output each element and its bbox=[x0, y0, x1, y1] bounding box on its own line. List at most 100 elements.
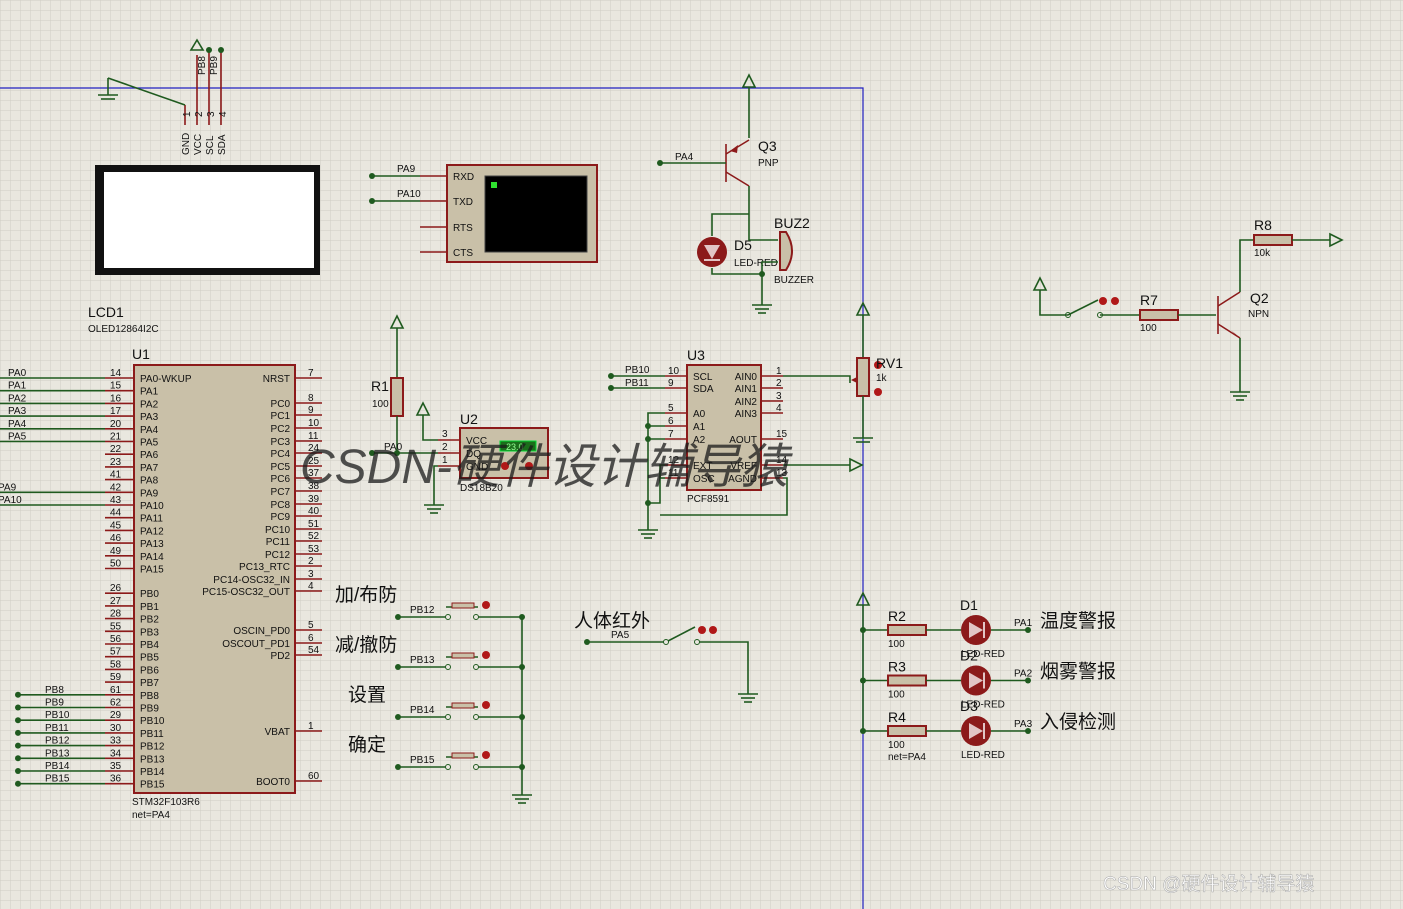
u1-pin-number: 60 bbox=[308, 771, 320, 782]
svg-text:23.0: 23.0 bbox=[506, 442, 524, 452]
button-label: 减/撤防 bbox=[335, 634, 397, 656]
buz2-buzzer[interactable]: BUZ2 BUZZER bbox=[748, 214, 814, 314]
u1-pin-name: PC12 bbox=[265, 550, 290, 561]
r1-resistor[interactable]: R1 100 bbox=[371, 314, 405, 453]
svg-text:RV1: RV1 bbox=[876, 355, 903, 371]
lcd-power-wiring bbox=[98, 38, 224, 106]
rv1-potentiometer[interactable]: RV1 1k bbox=[851, 301, 903, 443]
u3-pin-number: 7 bbox=[668, 429, 674, 440]
u1-pin-number: 2 bbox=[308, 556, 314, 567]
svg-text:100: 100 bbox=[1140, 323, 1157, 334]
u3-pcf8591[interactable]: U3 PCF8591 10SCL9SDA5A06A17A212EXT11OSC … bbox=[608, 347, 864, 539]
resistor-icon bbox=[887, 725, 927, 737]
u1-pin-name: PC2 bbox=[271, 424, 291, 435]
svg-text:DQ: DQ bbox=[466, 449, 481, 460]
svg-text:SCL: SCL bbox=[205, 135, 216, 155]
svg-text:PA4: PA4 bbox=[675, 152, 694, 163]
u1-pin-name: PB11 bbox=[140, 729, 164, 740]
u1-pin-name: PB10 bbox=[140, 716, 165, 727]
d5-led[interactable]: D5 LED-RED bbox=[697, 213, 778, 275]
switch-toggle-icon-2[interactable] bbox=[1111, 297, 1119, 305]
led-part: LED-RED bbox=[961, 649, 1005, 660]
resistor-value: 100 bbox=[888, 690, 905, 701]
u1-pin-number: 6 bbox=[308, 633, 314, 644]
button-label: 确定 bbox=[348, 734, 386, 756]
pir-toggle-icon-2[interactable] bbox=[709, 626, 717, 634]
junction-dot bbox=[15, 768, 21, 774]
u1-pin-number: 57 bbox=[110, 647, 122, 658]
increment-icon[interactable] bbox=[525, 462, 533, 470]
svg-text:U1: U1 bbox=[132, 346, 150, 362]
u1-pin-number: 22 bbox=[110, 444, 122, 455]
u1-net-label: PA2 bbox=[8, 393, 27, 404]
led-net-label: PA1 bbox=[1014, 618, 1033, 629]
push-button-4[interactable]: 确定 PB15 bbox=[348, 734, 525, 770]
u1-pin-name: PA3 bbox=[140, 412, 159, 423]
terminal-cursor bbox=[491, 182, 497, 188]
u3-pin-name: A0 bbox=[693, 409, 706, 420]
u1-pin-name: PC0 bbox=[271, 399, 291, 410]
svg-text:1: 1 bbox=[442, 455, 448, 466]
u1-stm32[interactable]: U1 STM32F103R6 net=PA4 14PA0-WKUPPA015PA… bbox=[0, 346, 322, 821]
svg-text:2: 2 bbox=[194, 111, 205, 117]
u2-ds18b20[interactable]: U2 DS18B20 VCC DQ GND 23.0 3 2 1 PA0 bbox=[369, 401, 549, 514]
u1-pin-name: BOOT0 bbox=[256, 777, 290, 788]
button-press-icon[interactable] bbox=[482, 701, 490, 709]
u1-net-label: PA1 bbox=[8, 381, 27, 392]
button-cap-icon bbox=[451, 752, 475, 759]
resistor-value: 100 bbox=[888, 639, 905, 650]
button-press-icon[interactable] bbox=[482, 601, 490, 609]
u3-pin-name: A1 bbox=[693, 422, 706, 433]
rv1-up-icon[interactable] bbox=[874, 361, 882, 369]
svg-text:R7: R7 bbox=[1140, 292, 1158, 308]
u1-pin-number: 17 bbox=[110, 406, 122, 417]
svg-text:U3: U3 bbox=[687, 347, 705, 363]
u1-pin-name: PC13_RTC bbox=[239, 562, 290, 573]
virtual-terminal[interactable]: RXD TXD RTS CTS PA9 PA10 bbox=[369, 164, 598, 263]
rv1-down-icon[interactable] bbox=[874, 388, 882, 396]
u3-pin-name: SDA bbox=[693, 384, 714, 395]
svg-text:PA5: PA5 bbox=[611, 630, 630, 641]
button-net-label: PB15 bbox=[410, 755, 435, 766]
u1-pin-name: PB6 bbox=[140, 665, 159, 676]
junction-dot bbox=[15, 729, 21, 736]
u1-pin-name: PC8 bbox=[271, 500, 291, 511]
junction-dot bbox=[15, 691, 21, 698]
svg-text:PB9: PB9 bbox=[209, 56, 220, 75]
terminal-screen bbox=[484, 175, 588, 253]
u1-pin-name: VBAT bbox=[265, 727, 290, 738]
u1-pin-name: PA10 bbox=[140, 501, 164, 512]
q3-pnp-transistor[interactable]: PA4 Q3 PNP bbox=[657, 73, 779, 214]
u1-pin-number: 23 bbox=[110, 457, 122, 468]
q2-npn-circuit[interactable]: R7 100 R8 10k Q2 NPN bbox=[1032, 217, 1344, 401]
u1-net-label: PB15 bbox=[45, 774, 70, 785]
u3-pin-number: 9 bbox=[668, 378, 674, 389]
u1-pin-name: NRST bbox=[263, 374, 290, 385]
u1-pin-number: 41 bbox=[110, 470, 122, 481]
pir-sensor-switch[interactable]: 人体红外 PA5 bbox=[574, 610, 758, 703]
watermark-corner: CSDN @硬件设计辅导猿 bbox=[1103, 873, 1314, 895]
pir-toggle-icon[interactable] bbox=[698, 626, 706, 634]
svg-text:1: 1 bbox=[182, 111, 193, 117]
button-press-icon[interactable] bbox=[482, 751, 490, 759]
switch-toggle-icon[interactable] bbox=[1099, 297, 1107, 305]
svg-text:GND: GND bbox=[181, 133, 192, 155]
u1-pin-number: 46 bbox=[110, 533, 122, 544]
lcd1-oled[interactable]: 1 2 3 4 GND VCC SCL SDA PB8 PB9 LCD1 OLE… bbox=[88, 50, 320, 335]
led-ref: D1 bbox=[960, 597, 978, 613]
power-arrow-icon bbox=[189, 38, 205, 51]
decrement-icon[interactable] bbox=[501, 462, 509, 470]
button-press-icon[interactable] bbox=[482, 651, 490, 659]
button-net-label: PB14 bbox=[410, 705, 435, 716]
svg-text:PB10: PB10 bbox=[625, 365, 650, 376]
u3-pin-name: AOUT bbox=[729, 435, 757, 446]
